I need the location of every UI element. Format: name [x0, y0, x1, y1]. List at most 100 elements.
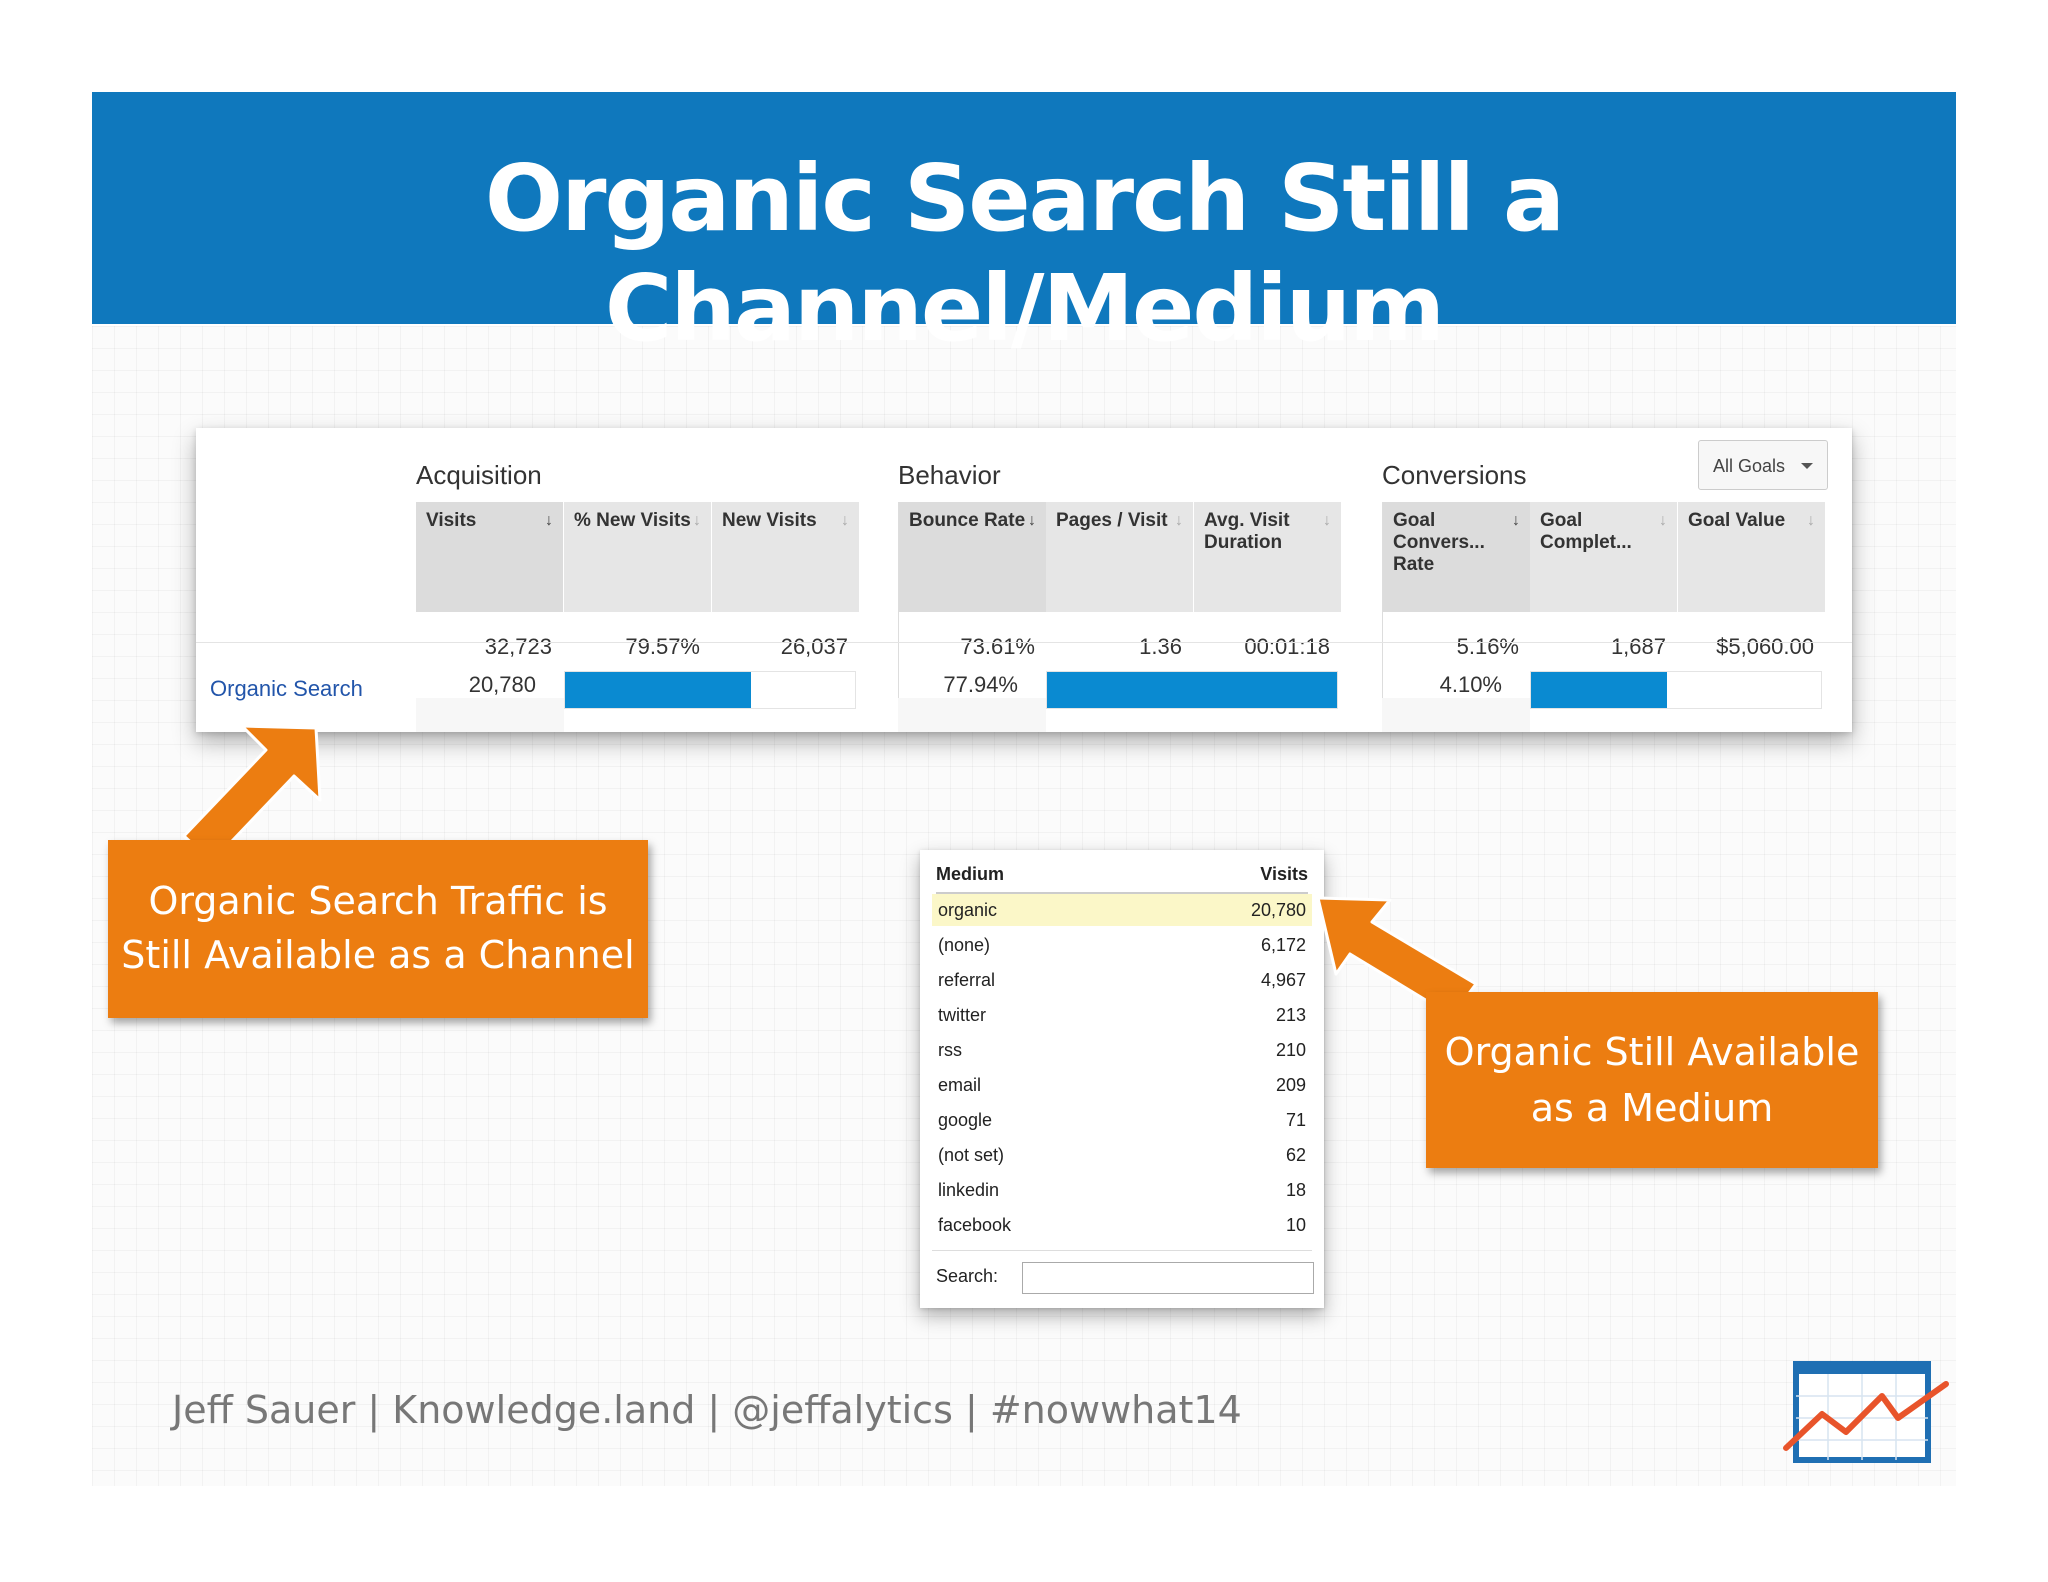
ga-channel-table: Acquisition Behavior Conversions All Goa…	[196, 428, 1852, 732]
column-total: 00:01:18	[1244, 634, 1330, 659]
organic-conversion-rate-value: 4.10%	[1439, 672, 1502, 697]
table-row[interactable]: twitter 213	[932, 999, 1312, 1031]
column-percent-new-visits[interactable]: % New Visits↓ 79.57%	[564, 502, 712, 698]
medium-visits: 10	[1285, 1215, 1306, 1235]
goals-dropdown-label: All Goals	[1713, 456, 1786, 476]
column-avg-visit-duration[interactable]: Avg. Visit Duration ↓ 00:01:18	[1194, 502, 1342, 698]
column-header[interactable]: Pages / Visit↓	[1046, 502, 1194, 612]
channel-link-organic-search[interactable]: Organic Search	[210, 676, 363, 701]
table-row[interactable]: (not set)62	[932, 1139, 1312, 1171]
table-row[interactable]: referral 4,967	[932, 964, 1312, 996]
column-total: $5,060.00	[1716, 634, 1814, 659]
conversion-rate-bar	[1530, 671, 1822, 709]
column-visits[interactable]: Visits ↓ 32,723	[416, 502, 564, 698]
medium-name: twitter	[938, 1005, 987, 1025]
medium-visits: 210	[1275, 1040, 1306, 1060]
slide-title: Organic Search Still a Channel/Medium	[484, 145, 1565, 362]
column-total: 1,687	[1610, 634, 1666, 659]
visits-column-header[interactable]: Visits	[1260, 864, 1308, 884]
table-row[interactable]: (none) 6,172	[932, 929, 1312, 961]
medium-visits: 20,780	[1250, 900, 1306, 920]
bounce-rate-bar	[1046, 671, 1338, 709]
slide-footer: Jeff Sauer | Knowledge.land | @jeffalyti…	[172, 1388, 1242, 1432]
column-header-label: Goal Convers... Rate	[1393, 510, 1485, 575]
sort-arrow-icon[interactable]: ↓	[545, 512, 553, 529]
medium-visits: 18	[1285, 1180, 1306, 1200]
column-goal-completions[interactable]: Goal Complet... ↓ 1,687	[1530, 502, 1678, 698]
column-new-visits[interactable]: New Visits↓ 26,037	[712, 502, 860, 698]
group-behavior: Behavior	[898, 460, 1001, 490]
sort-arrow-icon[interactable]: ↓	[693, 512, 701, 529]
column-goal-value[interactable]: Goal Value ↓ $5,060.00	[1678, 502, 1826, 698]
column-total: 5.16%	[1456, 634, 1519, 659]
column-header-label: Bounce Rate	[909, 510, 1026, 531]
column-total: 73.61%	[960, 634, 1035, 659]
all-goals-dropdown[interactable]: All Goals	[1698, 440, 1828, 490]
conversion-rate-bar-fill	[1531, 672, 1668, 708]
row-divider	[196, 642, 1852, 643]
column-header-label: % New Visits	[574, 510, 691, 531]
column-header[interactable]: Goal Complet... ↓	[1530, 502, 1678, 612]
medium-name: referral	[938, 970, 996, 990]
column-header[interactable]: Visits ↓	[416, 502, 564, 612]
column-header[interactable]: Goal Value ↓	[1678, 502, 1826, 612]
medium-visits: 209	[1275, 1075, 1306, 1095]
column-header-label: Avg. Visit Duration	[1204, 510, 1290, 553]
sort-arrow-icon[interactable]: ↓	[1512, 512, 1520, 529]
sort-arrow-icon[interactable]: ↓	[1659, 512, 1667, 529]
sort-arrow-icon[interactable]: ↓	[1175, 512, 1183, 529]
sort-arrow-icon[interactable]: ↓	[841, 512, 849, 529]
visits-bar-fill	[565, 672, 751, 708]
sort-arrow-icon[interactable]: ↓	[1028, 512, 1036, 529]
group-conversions: Conversions	[1382, 460, 1527, 490]
organic-visits-value: 20,780	[468, 672, 536, 697]
column-total: 26,037	[780, 634, 848, 659]
column-bounce-rate[interactable]: Bounce Rate↓ 73.61%	[898, 502, 1047, 698]
sort-arrow-icon[interactable]: ↓	[1807, 512, 1815, 529]
callout-channel-line2: Still Available as a Channel	[121, 933, 635, 977]
column-header[interactable]: Bounce Rate↓	[899, 502, 1047, 612]
chevron-down-icon	[1801, 463, 1813, 469]
medium-visits: 4,967	[1260, 970, 1306, 990]
column-goal-conversion-rate[interactable]: Goal Convers... Rate ↓ 5.16%	[1382, 502, 1531, 698]
group-acquisition: Acquisition	[416, 460, 542, 490]
column-pages-per-visit[interactable]: Pages / Visit↓ 1.36	[1046, 502, 1194, 698]
medium-visits: 71	[1285, 1110, 1306, 1130]
table-row[interactable]: facebook 10	[932, 1209, 1312, 1241]
search-input[interactable]	[1022, 1262, 1314, 1294]
medium-visits: 213	[1275, 1005, 1306, 1025]
medium-name: facebook	[938, 1215, 1012, 1235]
visits-bar	[564, 671, 856, 709]
column-total: 1.36	[1139, 634, 1182, 659]
table-row[interactable]: google 71	[932, 1104, 1312, 1136]
medium-name: linkedin	[938, 1180, 1000, 1200]
column-header[interactable]: Avg. Visit Duration ↓	[1194, 502, 1342, 612]
column-header[interactable]: Goal Convers... Rate ↓	[1383, 502, 1531, 612]
organic-bounce-rate-value: 77.94%	[943, 672, 1018, 697]
callout-channel-line1: Organic Search Traffic is	[148, 879, 608, 923]
medium-name: (not set)	[938, 1145, 1005, 1165]
medium-table-header: Medium Visits	[936, 862, 1308, 894]
column-header-label: Goal Complet...	[1540, 510, 1632, 553]
column-total: 32,723	[484, 634, 552, 659]
divider	[932, 1250, 1312, 1251]
callout-channel: Organic Search Traffic is Still Availabl…	[108, 840, 648, 1018]
callout-medium-line1: Organic Still Available	[1444, 1030, 1860, 1074]
medium-name: google	[938, 1110, 993, 1130]
medium-column-header[interactable]: Medium	[936, 864, 1005, 884]
bounce-rate-bar-fill	[1047, 672, 1337, 708]
medium-name: organic	[938, 900, 998, 920]
medium-visits: 6,172	[1260, 935, 1306, 955]
sort-arrow-icon[interactable]: ↓	[1323, 512, 1331, 529]
medium-name: (none)	[938, 935, 991, 955]
column-header-label: Goal Value	[1688, 510, 1786, 531]
table-row[interactable]: organic 20,780	[932, 894, 1312, 926]
table-row[interactable]: linkedin 18	[932, 1174, 1312, 1206]
column-total: 79.57%	[625, 634, 700, 659]
column-header-label: Visits	[426, 510, 477, 531]
column-header[interactable]: % New Visits↓	[564, 502, 712, 612]
column-header[interactable]: New Visits↓	[712, 502, 860, 612]
